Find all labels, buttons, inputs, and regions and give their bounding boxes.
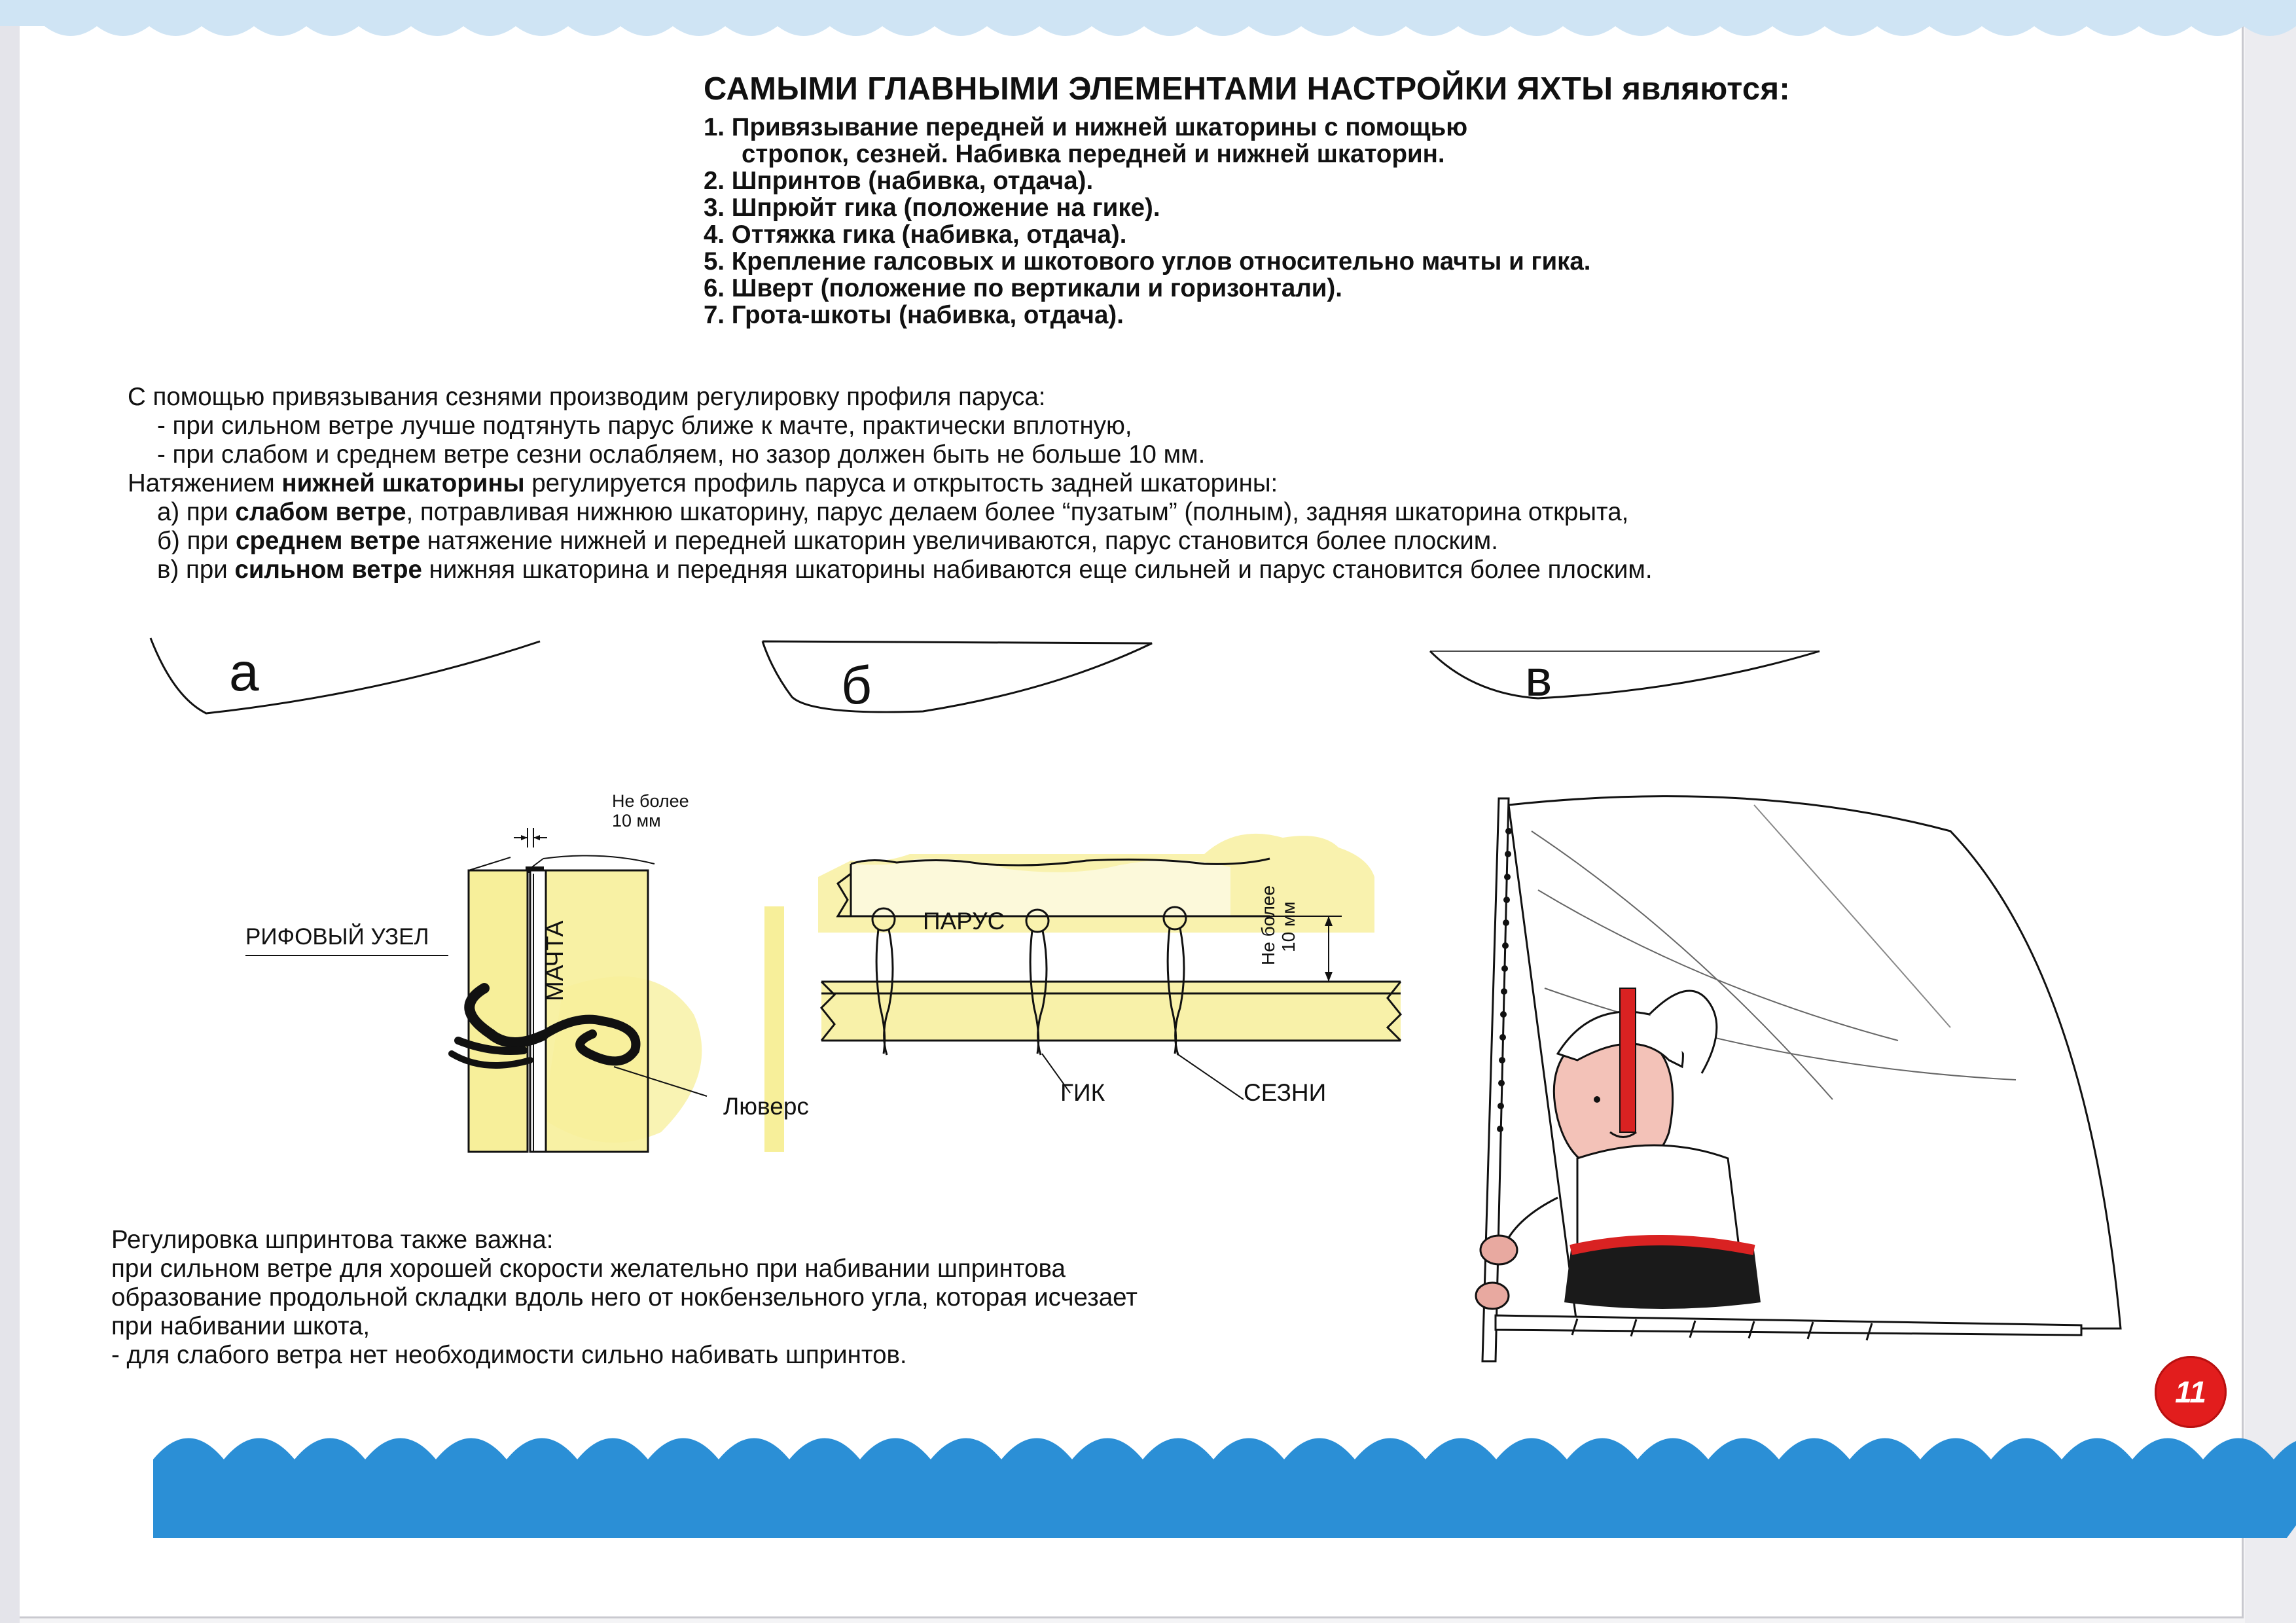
- list-item: 6. Шверт (положение по вертикали и гориз…: [704, 274, 1342, 302]
- sail-profile-v: в: [1429, 649, 1820, 707]
- page-title: САМЫМИ ГЛАВНЫМИ ЭЛЕМЕНТАМИ НАСТРОЙКИ ЯХТ…: [704, 71, 1790, 107]
- profile-label-b: б: [841, 656, 872, 715]
- paragraph: в) при сильном ветре нижняя шкаторина и …: [157, 556, 1653, 584]
- list-item: 2. Шпринтов (набивка, отдача).: [704, 167, 1094, 195]
- boom-label: ГИК: [1060, 1079, 1105, 1106]
- sail-profile-a: а: [149, 637, 541, 715]
- boom-lashing-diagram: Не более 10 мм ПАРУС ГИК СЕЗНИ: [818, 833, 1403, 1106]
- book-spine: [0, 0, 20, 1623]
- body-text: С помощью привязывания сезнями производи…: [128, 383, 2026, 584]
- grommet-label: Люверс: [723, 1093, 809, 1120]
- reef-knot-label: РИФОВЫЙ УЗЕЛ: [245, 923, 429, 950]
- list-item: 5. Крепление галсовых и шкотового углов …: [704, 247, 1591, 276]
- paragraph: Регулировка шпринтова также важна:: [111, 1226, 554, 1254]
- page-edge: [2245, 0, 2296, 1623]
- profile-label-a: а: [229, 643, 259, 702]
- paragraph: б) при среднем ветре натяжение нижней и …: [157, 527, 1498, 555]
- list-item: 3. Шпрюйт гика (положение на гике).: [704, 194, 1160, 222]
- mast-label: МАЧТА: [541, 920, 568, 1001]
- paragraph: при сильном ветре для хорошей скорости ж…: [111, 1255, 1066, 1283]
- paragraph: С помощью привязывания сезнями производи…: [128, 383, 1046, 411]
- sailor-illustration: [1475, 795, 2122, 1363]
- settings-list: 1. Привязывание передней и нижней шкатор…: [704, 114, 2209, 329]
- paragraph: образование продольной складки вдоль нег…: [111, 1283, 1138, 1311]
- boom-gap-line1: Не более: [1258, 885, 1278, 965]
- paragraph: а) при слабом ветре, потравливая нижнюю …: [157, 498, 1629, 526]
- page: [20, 0, 2244, 1618]
- list-item: 4. Оттяжка гика (набивка, отдача).: [704, 221, 1127, 249]
- title-block: САМЫМИ ГЛАВНЫМИ ЭЛЕМЕНТАМИ НАСТРОЙКИ ЯХТ…: [704, 71, 2209, 329]
- bottom-text: Регулировка шпринтова также важна: при с…: [111, 1226, 1322, 1370]
- sail-label: ПАРУС: [923, 908, 1005, 935]
- bottom-wave-border: [153, 1438, 2296, 1538]
- paragraph: - при слабом и среднем ветре сезни ослаб…: [157, 440, 1206, 469]
- paragraph: - для слабого ветра нет необходимости си…: [111, 1341, 907, 1369]
- boom-gap-line2: 10 мм: [1278, 902, 1299, 952]
- gap-label-line2: 10 мм: [612, 811, 661, 830]
- profile-label-v: в: [1525, 649, 1552, 707]
- paragraph: при набивании шкота,: [111, 1312, 370, 1340]
- paragraph: Натяжением нижней шкаторины регулируется…: [128, 469, 1278, 497]
- mast-lashing-diagram: Не более 10 мм РИФОВЫЙ УЗЕЛ МАЧТА Люверс: [245, 791, 809, 1153]
- lashings-label: СЕЗНИ: [1244, 1079, 1326, 1106]
- paragraph: - при сильном ветре лучше подтянуть пару…: [157, 412, 1132, 440]
- top-wave-border: [0, 0, 2296, 36]
- list-item: 7. Грота-шкоты (набивка, отдача).: [704, 301, 1124, 329]
- page-number-badge: 11: [2155, 1356, 2227, 1428]
- gap-label-line1: Не более: [612, 791, 689, 811]
- list-item: 1. Привязывание передней и нижней шкатор…: [704, 113, 1468, 168]
- sail-profile-b: б: [761, 640, 1153, 715]
